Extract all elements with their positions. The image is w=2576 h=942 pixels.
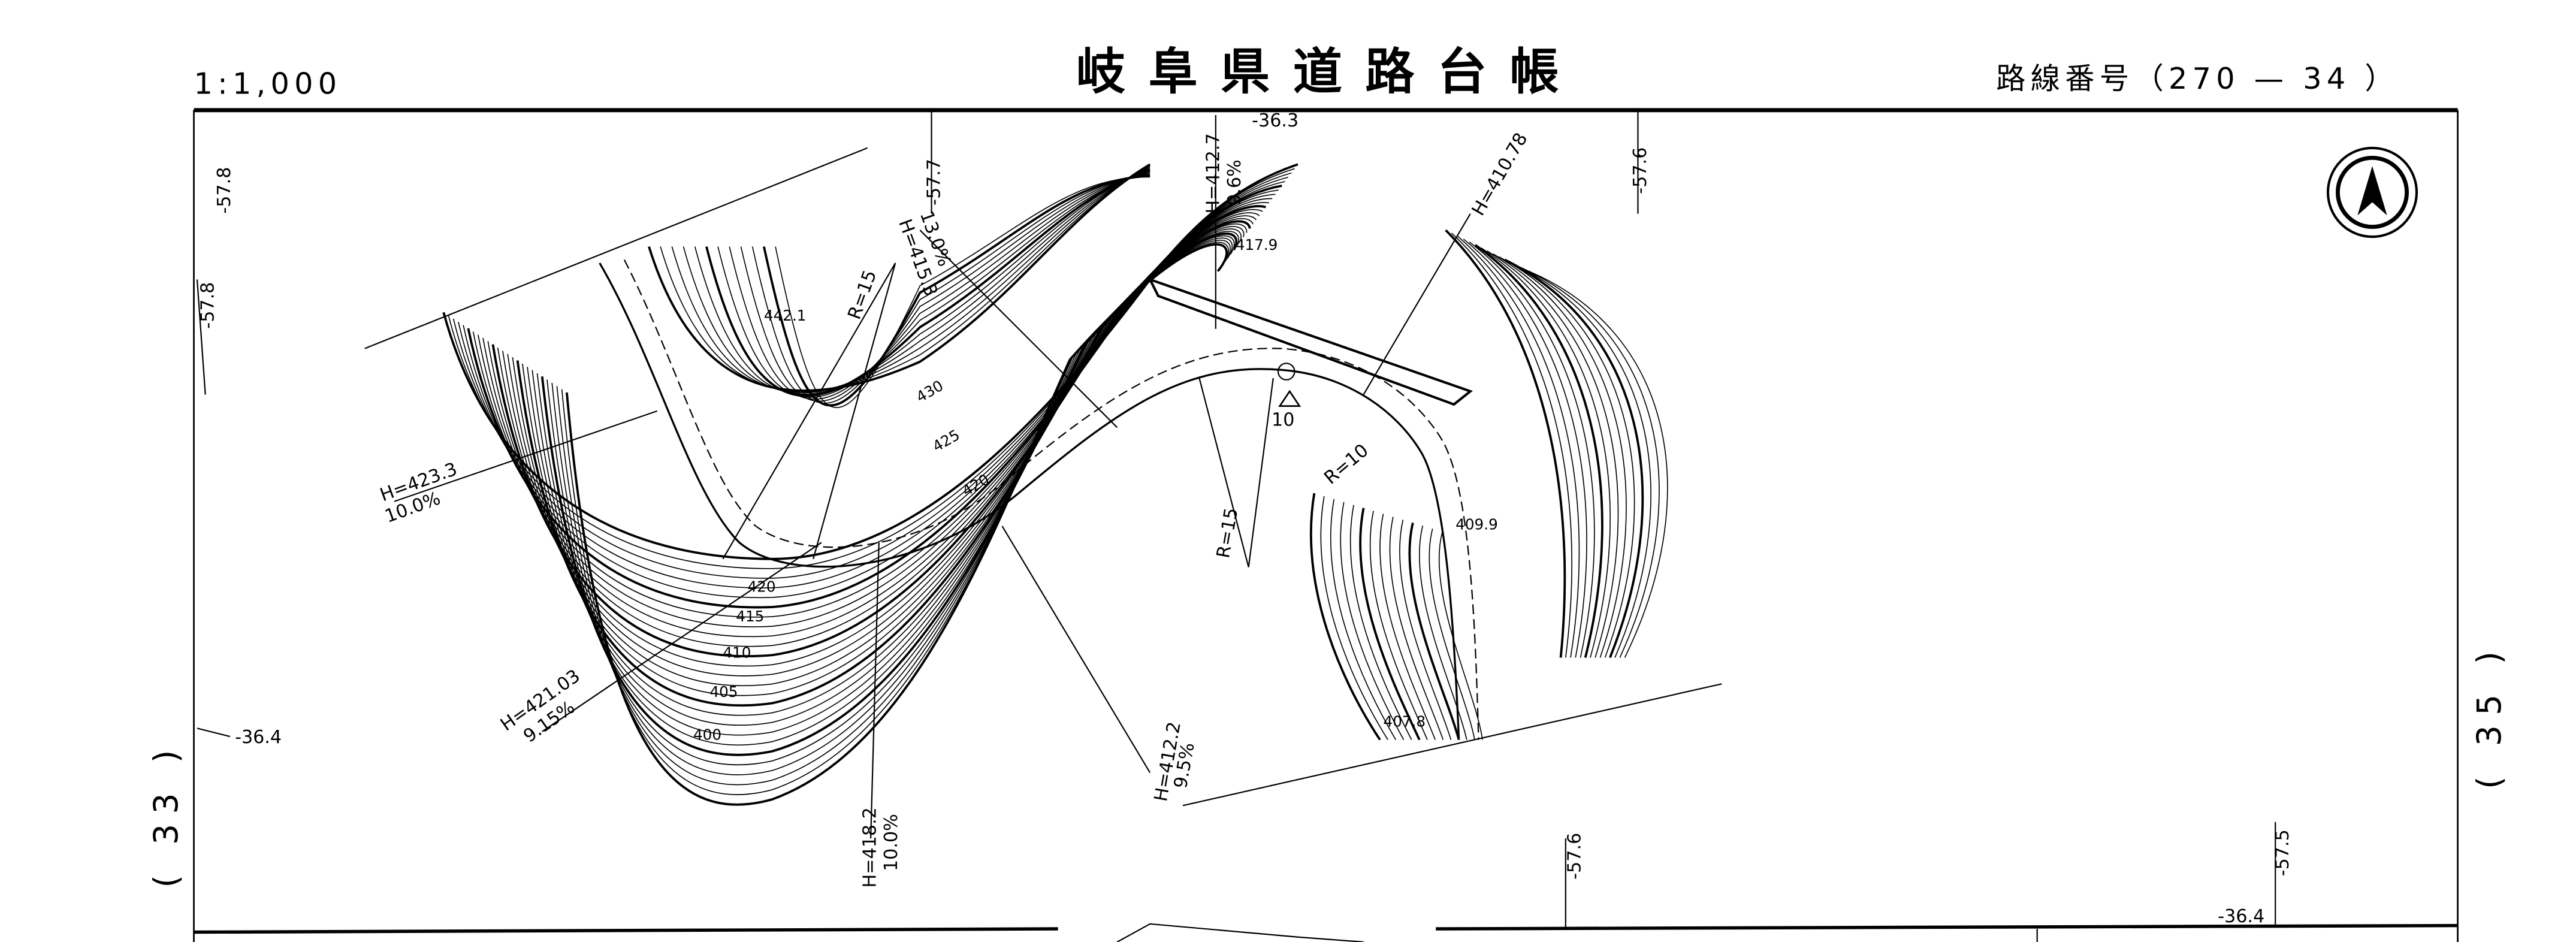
- grid-ticks: [196, 110, 2276, 942]
- grid-label: -57.8: [197, 282, 218, 329]
- contour-line: [763, 174, 1150, 407]
- contour-line: [1522, 268, 1668, 658]
- contour-line: [1379, 514, 1436, 740]
- contour-line: [1349, 505, 1412, 740]
- contour-line: [694, 168, 1150, 395]
- grid-labels: -57.8 -57.8 -57.7 -36.3 -57.6 -36.4 -57.…: [197, 110, 2293, 927]
- contour-line: [671, 166, 1150, 393]
- grid-label: -57.6: [1630, 147, 1651, 194]
- grade-elevation: H=412.7: [1203, 133, 1224, 213]
- map-frame: [193, 108, 2459, 942]
- grade-elevation: H=410.78: [1468, 129, 1532, 219]
- contour-line: [472, 189, 1279, 618]
- contour-lines: [442, 163, 1668, 806]
- spot-height: 407.8: [1384, 713, 1426, 730]
- contour-line: [1320, 496, 1388, 740]
- contour-line: [648, 163, 1151, 392]
- contour-label: 420: [747, 578, 775, 596]
- route-number: 路線番号（270 — 34 ）: [1996, 61, 2399, 96]
- contour-line: [740, 173, 1150, 402]
- contour-line: [729, 171, 1150, 400]
- contour-line: [556, 240, 1231, 786]
- grid-label: -57.5: [2272, 829, 2293, 876]
- contour-line: [1408, 522, 1460, 741]
- contour-line: [1516, 265, 1660, 658]
- map-title: 岐阜県道路台帳: [1076, 44, 1582, 101]
- contour-line: [1445, 229, 1566, 658]
- contour-line: [1340, 502, 1405, 740]
- contour-line: [660, 165, 1150, 392]
- contour-line: [1463, 238, 1587, 658]
- grid-label: -57.6: [1565, 833, 1586, 880]
- contour-line: [1481, 247, 1611, 658]
- grid-label: -57.8: [214, 167, 235, 214]
- contour-line: [1493, 253, 1627, 658]
- contour-line: [1429, 529, 1475, 740]
- curve-radius-label: R=10: [1320, 440, 1372, 488]
- contour-line: [751, 174, 1150, 404]
- left-sheet-label: ( 33 ): [147, 740, 185, 887]
- contour-line: [1451, 233, 1572, 658]
- contour-line: [775, 176, 1150, 408]
- grid-label: -36.3: [1252, 110, 1298, 131]
- contour-line: [1418, 526, 1467, 740]
- contour-line: [1510, 262, 1651, 658]
- contour-label: 415: [736, 608, 764, 625]
- contour-line: [551, 237, 1233, 775]
- contour-line: [705, 169, 1150, 397]
- contour-line: [1359, 508, 1421, 741]
- spot-height: 409.9: [1455, 515, 1498, 533]
- spot-heights: 442.1 417.9 409.9 407.8: [764, 236, 1498, 730]
- contour-line: [1330, 499, 1397, 740]
- contour-line: [540, 232, 1238, 756]
- contour-line: [1469, 241, 1595, 658]
- grade-percent: 10.0%: [881, 814, 902, 871]
- road-centerline: [599, 259, 1479, 740]
- contour-line: [536, 231, 1239, 746]
- contour-line: [546, 235, 1235, 766]
- contour-line: [1369, 511, 1428, 740]
- right-sheet-label: ( 35 ): [2470, 642, 2508, 789]
- contour-label: 430: [913, 377, 946, 406]
- contour-line: [1310, 493, 1381, 741]
- grid-label: -57.7: [923, 159, 944, 206]
- contour-line: [682, 167, 1150, 394]
- grid-label: -36.4: [2218, 906, 2264, 927]
- contour-label: 405: [709, 683, 738, 701]
- contour-label: 425: [929, 426, 962, 455]
- survey-point-icon: [1277, 363, 1295, 381]
- curve-radius-label: R=15: [1213, 506, 1242, 560]
- contour-line: [1438, 532, 1483, 740]
- contour-line: [1504, 258, 1644, 659]
- leader-lines: [394, 115, 1471, 839]
- terrain-boundaries: [364, 147, 1722, 807]
- contour-labels: 430 425 420 420 415 410 405 400: [693, 377, 992, 744]
- contour-line: [1499, 256, 1635, 658]
- triangle-benchmark-icon: [1278, 390, 1301, 407]
- north-arrow-icon: [2326, 146, 2418, 238]
- contour-line: [1389, 517, 1444, 740]
- contour-label: 410: [723, 644, 751, 661]
- contour-line: [442, 163, 1298, 560]
- contour-line: [717, 171, 1150, 398]
- contour-line: [1474, 244, 1603, 658]
- contour-line: [531, 228, 1242, 736]
- grid-label: -36.4: [235, 727, 282, 748]
- contour-line: [1457, 236, 1580, 658]
- contour-label: 400: [693, 726, 721, 744]
- grade-percent: 9.6%: [1224, 159, 1245, 206]
- contour-line: [1487, 250, 1619, 658]
- curve-radius-label: R=15: [844, 267, 881, 322]
- benchmark-marker: 10: [1272, 363, 1301, 431]
- scale-label: 1:1,000: [194, 66, 342, 101]
- contour-line: [1399, 520, 1452, 740]
- contour-line: [565, 243, 1228, 806]
- spot-height: 417.9: [1236, 236, 1278, 253]
- spot-height: 442.1: [764, 307, 807, 324]
- grade-elevation: H=418.2: [859, 807, 880, 887]
- contour-line: [527, 226, 1245, 726]
- benchmark-label: 10: [1272, 410, 1294, 431]
- contour-line: [522, 223, 1248, 716]
